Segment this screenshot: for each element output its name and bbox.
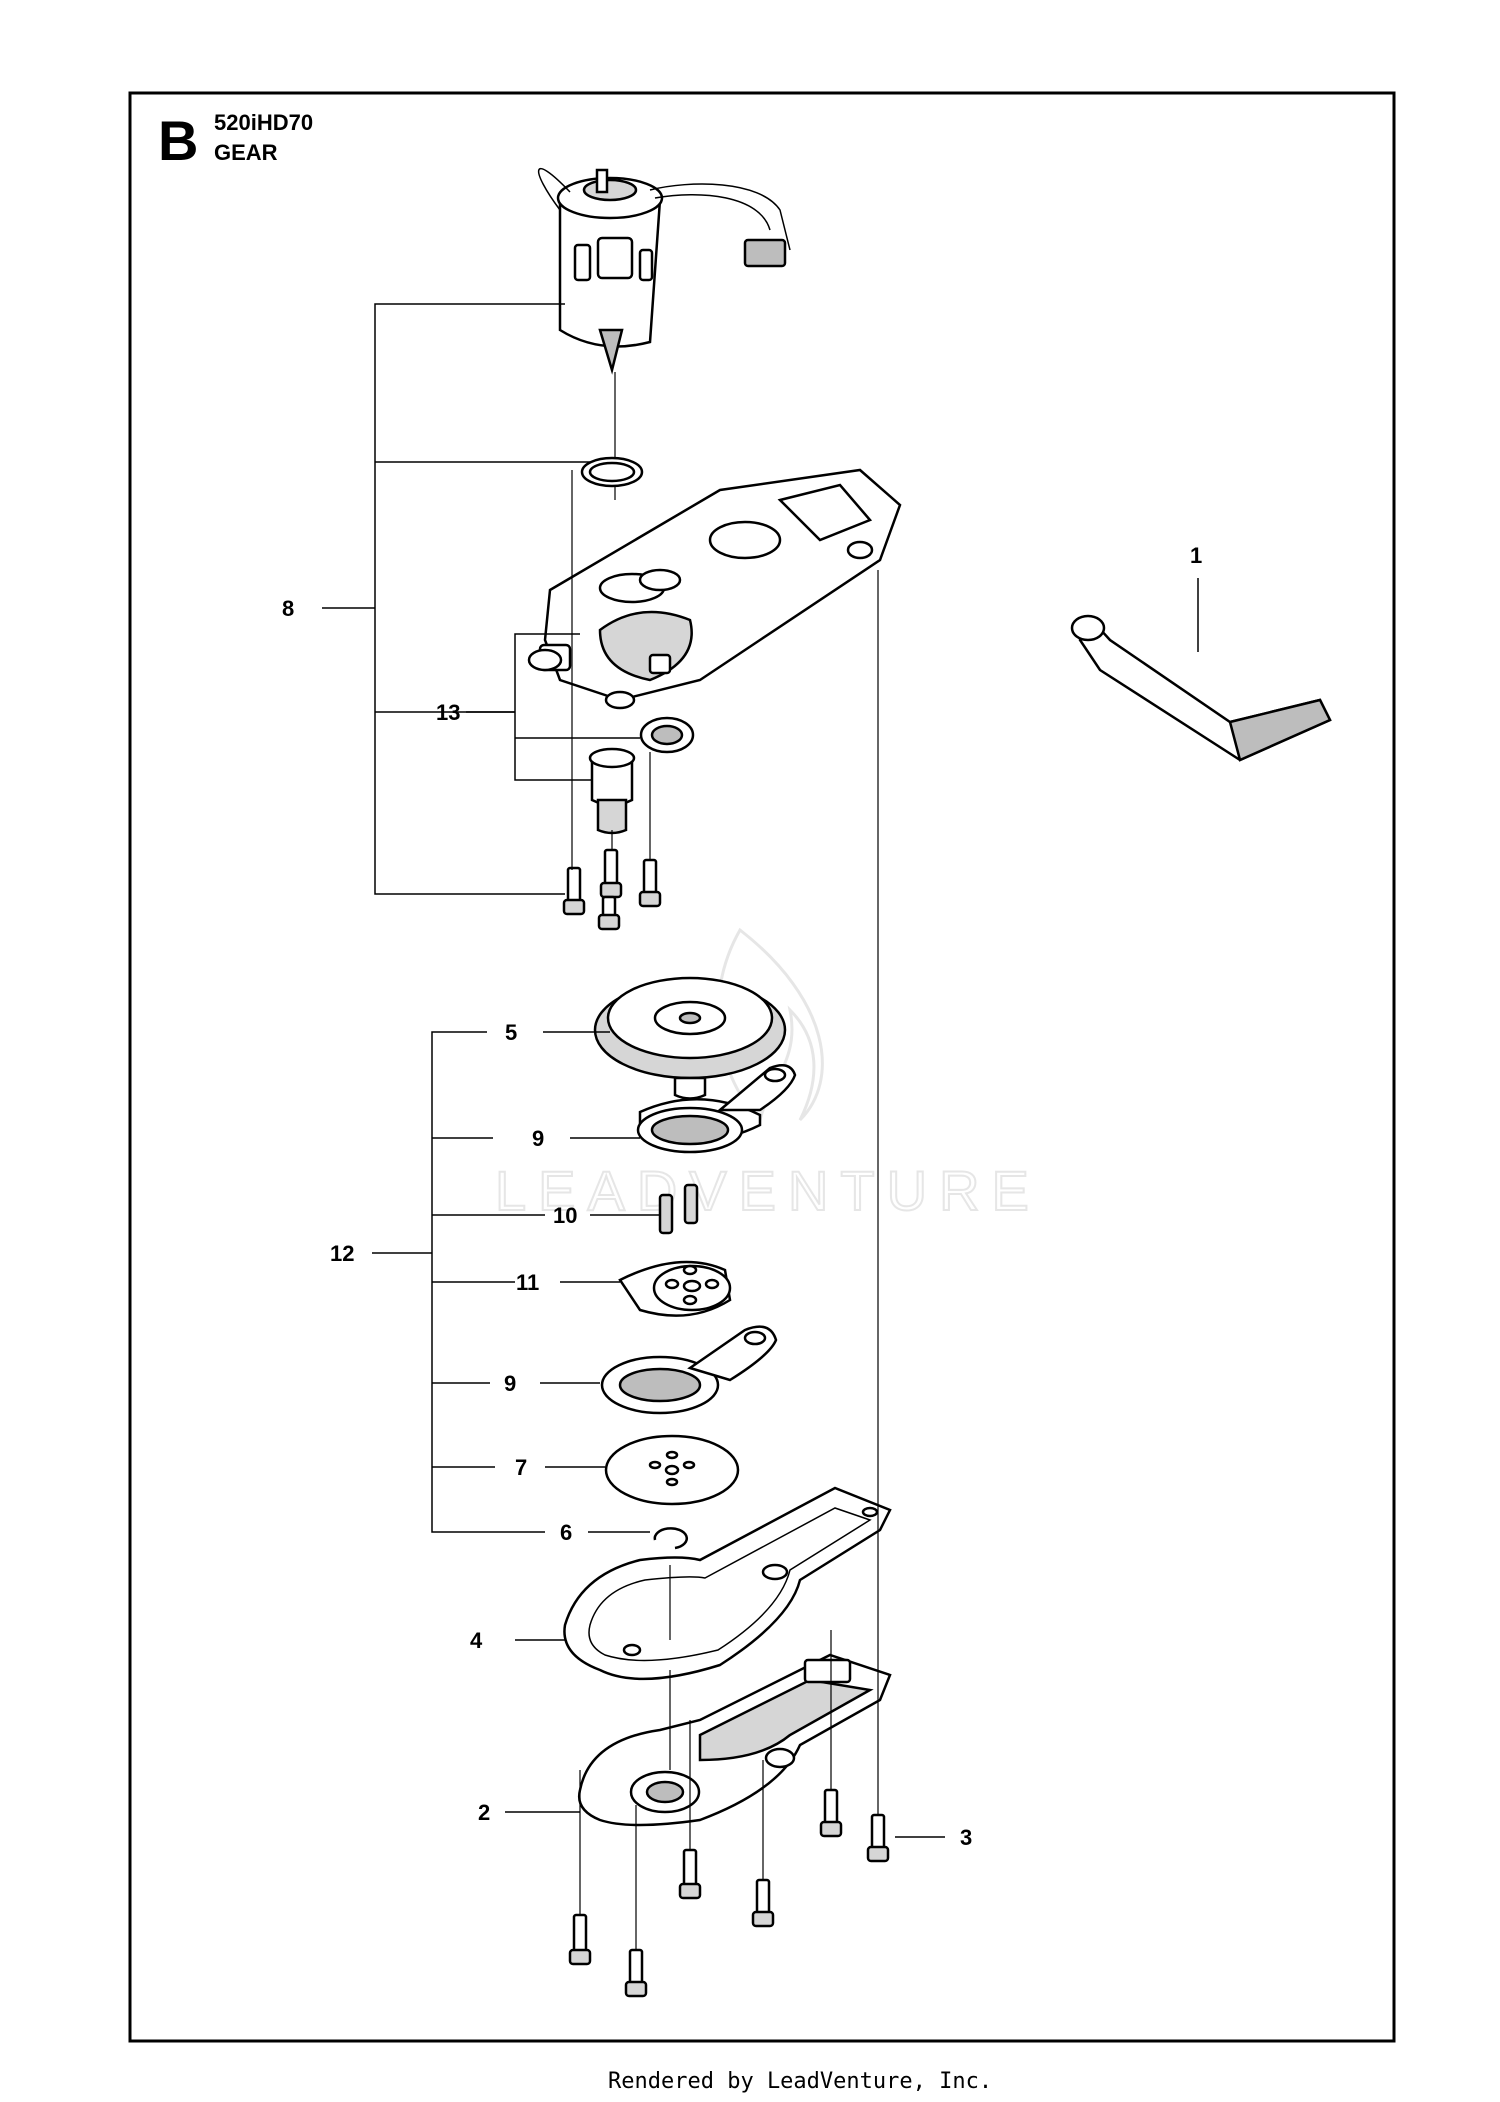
eccentric-lower (600, 1325, 778, 1415)
watermark: LEADVENTURE (494, 927, 1041, 1223)
bushing (588, 747, 636, 835)
callout-13: 13 (436, 700, 460, 725)
callout-2: 2 (478, 1800, 490, 1825)
callout-7: 7 (515, 1455, 527, 1480)
section-model: 520iHD70 (214, 110, 313, 135)
callout-10: 10 (553, 1203, 577, 1228)
callout-6: 6 (560, 1520, 572, 1545)
diagram-frame (128, 91, 1396, 2043)
callout-11: 11 (516, 1270, 539, 1295)
pins (658, 1183, 699, 1235)
section-name: GEAR (214, 140, 278, 165)
callout-9-upper: 9 (532, 1126, 544, 1151)
callout-8: 8 (282, 596, 294, 621)
gasket (563, 1486, 892, 1681)
callout-1: 1 (1190, 543, 1202, 568)
section-letter: B (158, 109, 198, 172)
circlip (653, 1527, 688, 1550)
grease-tube (1070, 614, 1332, 762)
leader-lines (322, 303, 1199, 1838)
watermark-text: LEADVENTURE (495, 1159, 1041, 1222)
gear-cover (577, 1653, 892, 1827)
housing-screws (562, 848, 662, 931)
gear-housing (527, 468, 902, 710)
plate (618, 1260, 732, 1317)
washer-disc (604, 1434, 740, 1506)
motor (538, 168, 791, 375)
gear-wheel (593, 976, 787, 1100)
bearing (639, 716, 695, 754)
callout-9-lower: 9 (504, 1371, 516, 1396)
callouts: 1 2 3 4 5 6 7 8 9 9 10 11 12 13 (282, 543, 1202, 1850)
callout-4: 4 (470, 1628, 483, 1653)
callout-5: 5 (505, 1020, 517, 1045)
callout-3: 3 (960, 1825, 972, 1850)
motor-connector-icon (743, 238, 787, 268)
eccentric-upper (636, 1063, 797, 1154)
callout-12: 12 (330, 1241, 354, 1266)
footer-credit: Rendered by LeadVenture, Inc. (608, 2069, 992, 2094)
